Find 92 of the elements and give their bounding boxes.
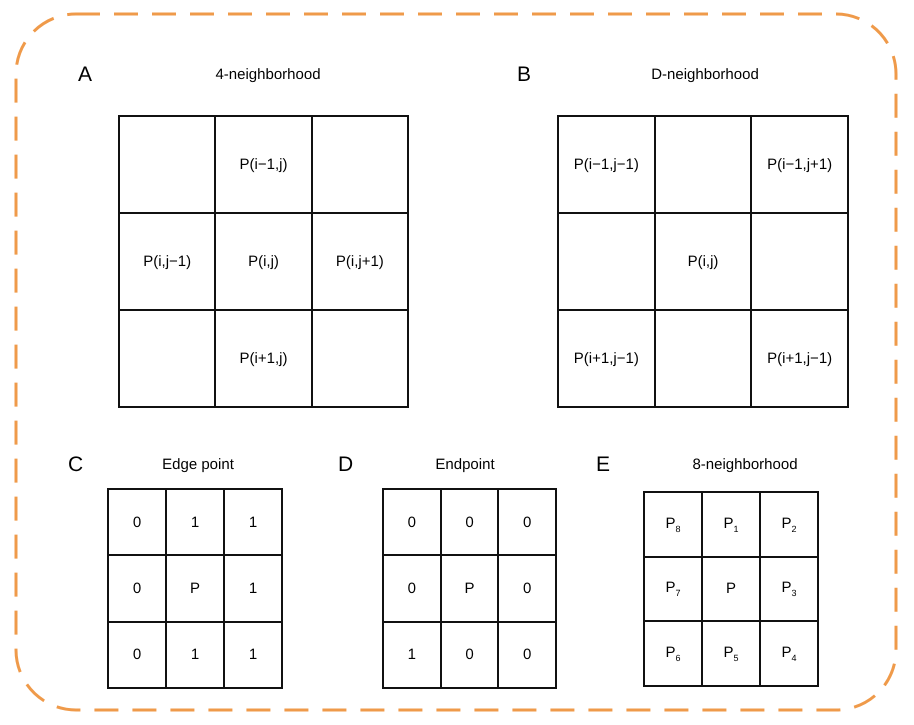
pixel-cell (120, 117, 214, 212)
pixel-cell (442, 622, 498, 687)
pixel-label: P(i,j) (248, 253, 279, 270)
panel-letter: B (517, 63, 532, 87)
pixel-cell (499, 556, 555, 621)
pixel-cell (120, 311, 214, 406)
pixel-cell (703, 558, 759, 620)
pixel-label: P$_{1}$ (723, 514, 739, 534)
pixel-label: P (464, 580, 474, 597)
pixel-cell (752, 117, 847, 212)
pixel-cell (216, 117, 311, 212)
pixel-cell (645, 493, 701, 556)
pixel-label: P(i+1,j) (240, 350, 288, 367)
pixel-cell (499, 490, 555, 554)
pixel-label: 0 (522, 514, 532, 531)
pixel-label: P(i,j) (688, 253, 718, 270)
pixel-label: P$_{3}$ (781, 579, 797, 598)
panel-title: 8-neighborhood (692, 456, 798, 474)
pixel-cell (442, 556, 498, 621)
panel-letter: D (338, 453, 354, 477)
pixel-cell (442, 490, 498, 554)
pixel-cell (761, 493, 817, 556)
pixel-label: P(i+1,j−1) (767, 350, 832, 367)
pixel-label: P$_{7}$ (665, 579, 681, 598)
pixel-cell (559, 117, 654, 212)
pixel-cell (559, 311, 654, 406)
pixel-cell (312, 214, 407, 309)
pixel-cell (120, 214, 214, 309)
pixel-label: 0 (465, 646, 474, 664)
pixel-label: P (726, 580, 736, 598)
pixel-cell (752, 311, 847, 406)
pixel-label: P$_{2}$ (781, 514, 797, 534)
pixel-cell (216, 214, 311, 309)
pixel-label: 0 (465, 514, 474, 531)
pixel-label: 1 (248, 646, 258, 664)
pixel-cell (645, 558, 701, 620)
pixel-label: 1 (408, 646, 416, 664)
pixel-cell (499, 622, 555, 687)
pixel-label: 0 (132, 580, 142, 597)
pixel-cell (167, 622, 223, 687)
pixel-cell (225, 556, 281, 621)
pixel-cell (225, 622, 281, 687)
pixel-cell (384, 490, 440, 554)
pixel-label: 1 (248, 514, 258, 531)
pixel-cell (225, 490, 281, 554)
pixel-cell (384, 622, 440, 687)
pixel-label: 0 (522, 580, 532, 597)
pixel-cell (656, 214, 750, 309)
pixel-label: P(i,j−1) (143, 253, 192, 270)
pixel-label: P$_{6}$ (665, 644, 681, 664)
pixel-cell (645, 622, 701, 685)
pixel-label: P(i−1,j−1) (574, 156, 639, 173)
panel-title: Edge point (162, 456, 234, 474)
pixel-label: P(i,j+1) (336, 253, 384, 270)
pixel-label: 1 (190, 646, 200, 664)
pixel-cell (761, 558, 817, 620)
pixel-cell (216, 311, 311, 406)
pixel-cell (752, 214, 847, 309)
pixel-cell (656, 311, 750, 406)
pixel-cell (656, 117, 750, 212)
panel-title: D-neighborhood (651, 66, 759, 84)
pixel-label: 1 (248, 580, 258, 597)
pixel-cell (703, 622, 759, 685)
pixel-cell (109, 490, 165, 554)
pixel-label: P(i+1,j−1) (574, 350, 639, 367)
pixel-cell (312, 117, 407, 212)
panel-letter: C (68, 453, 84, 477)
pixel-label: P$_{8}$ (665, 514, 681, 534)
pixel-label: P (190, 580, 200, 597)
pixel-label: 0 (132, 514, 142, 531)
pixel-label: 1 (190, 514, 200, 531)
pixel-cell (109, 556, 165, 621)
panel-title: Endpoint (435, 456, 495, 474)
pixel-cell (559, 214, 654, 309)
panel-letter: E (596, 453, 610, 477)
panel-title: 4-neighborhood (215, 66, 321, 84)
pixel-cell (703, 493, 759, 556)
pixel-cell (761, 622, 817, 685)
pixel-label: P$_{4}$ (781, 644, 797, 664)
pixel-label: 0 (522, 646, 532, 664)
pixel-label: P(i−1,j+1) (767, 156, 832, 173)
pixel-cell (167, 490, 223, 554)
pixel-label: P(i−1,j) (240, 156, 288, 173)
pixel-label: P$_{5}$ (723, 644, 739, 664)
pixel-cell (312, 311, 407, 406)
pixel-label: 0 (408, 514, 416, 531)
pixel-cell (109, 622, 165, 687)
pixel-cell (167, 556, 223, 621)
panel-letter: A (78, 63, 92, 87)
pixel-label: 0 (408, 580, 416, 597)
pixel-label: 0 (132, 646, 142, 664)
pixel-cell (384, 556, 440, 621)
